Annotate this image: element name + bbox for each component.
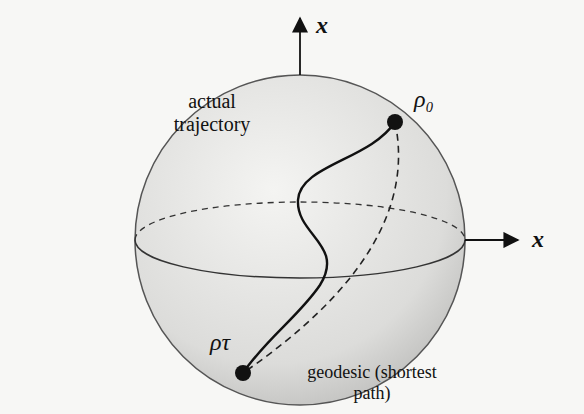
geodesic-path	[243, 122, 399, 373]
vertical-axis	[299, 18, 301, 75]
axis-label: x	[307, 12, 337, 40]
geodesic-label: geodesic (shortest path)	[297, 362, 447, 403]
trajectory-label: actual trajectory	[152, 90, 272, 136]
equator-front	[135, 240, 465, 278]
bloch-sphere	[135, 75, 465, 405]
point-label: ρτ	[195, 329, 245, 357]
horizontal-axis	[465, 239, 518, 241]
equator-back	[135, 202, 465, 240]
point-label: ρ₀	[399, 86, 449, 114]
actual-trajectory	[243, 122, 395, 373]
axis-label: x	[523, 226, 553, 254]
end-point	[235, 365, 251, 381]
start-point	[387, 114, 403, 130]
